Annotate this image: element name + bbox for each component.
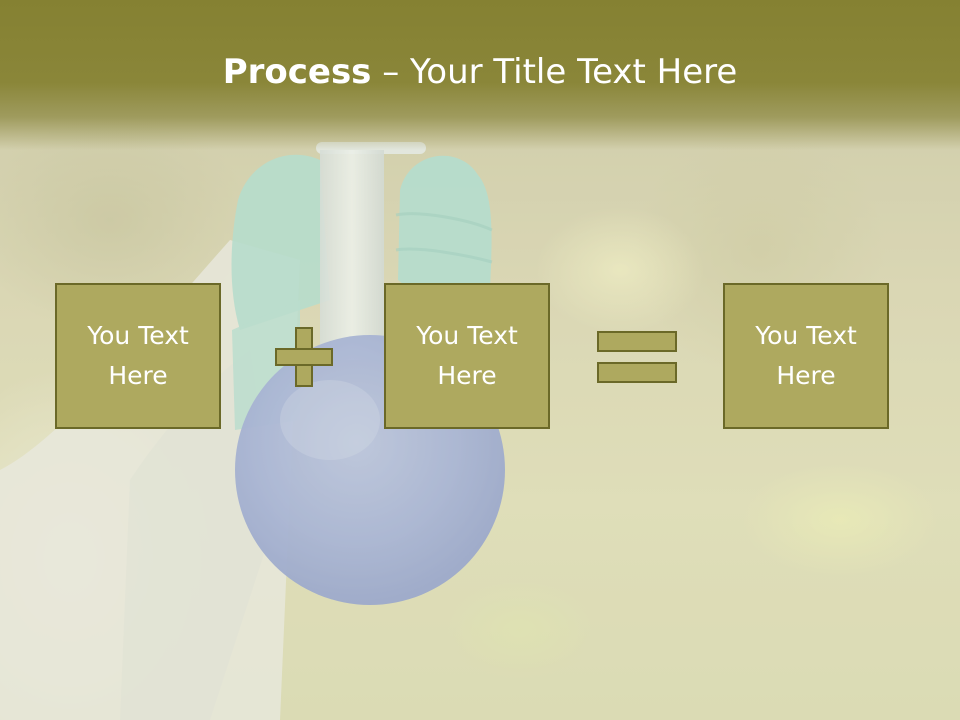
process-step-2[interactable]: You Text Here	[384, 283, 550, 429]
plus-icon	[275, 327, 333, 387]
flask-neck	[320, 150, 384, 360]
title-bar: Process – Your Title Text Here	[0, 0, 960, 150]
process-step-1[interactable]: You Text Here	[55, 283, 221, 429]
process-result-text: You Text Here	[755, 321, 857, 390]
glove-left-fingers	[231, 154, 330, 330]
glove-right-fingers	[398, 155, 492, 297]
equals-icon	[597, 331, 677, 383]
slide-title-bold: Process	[222, 52, 372, 92]
slide-title: Process – Your Title Text Here	[0, 52, 960, 92]
process-result[interactable]: You Text Here	[723, 283, 889, 429]
slide-title-rest: – Your Title Text Here	[371, 52, 738, 92]
process-step-1-text: You Text Here	[87, 321, 189, 390]
process-step-2-text: You Text Here	[416, 321, 518, 390]
